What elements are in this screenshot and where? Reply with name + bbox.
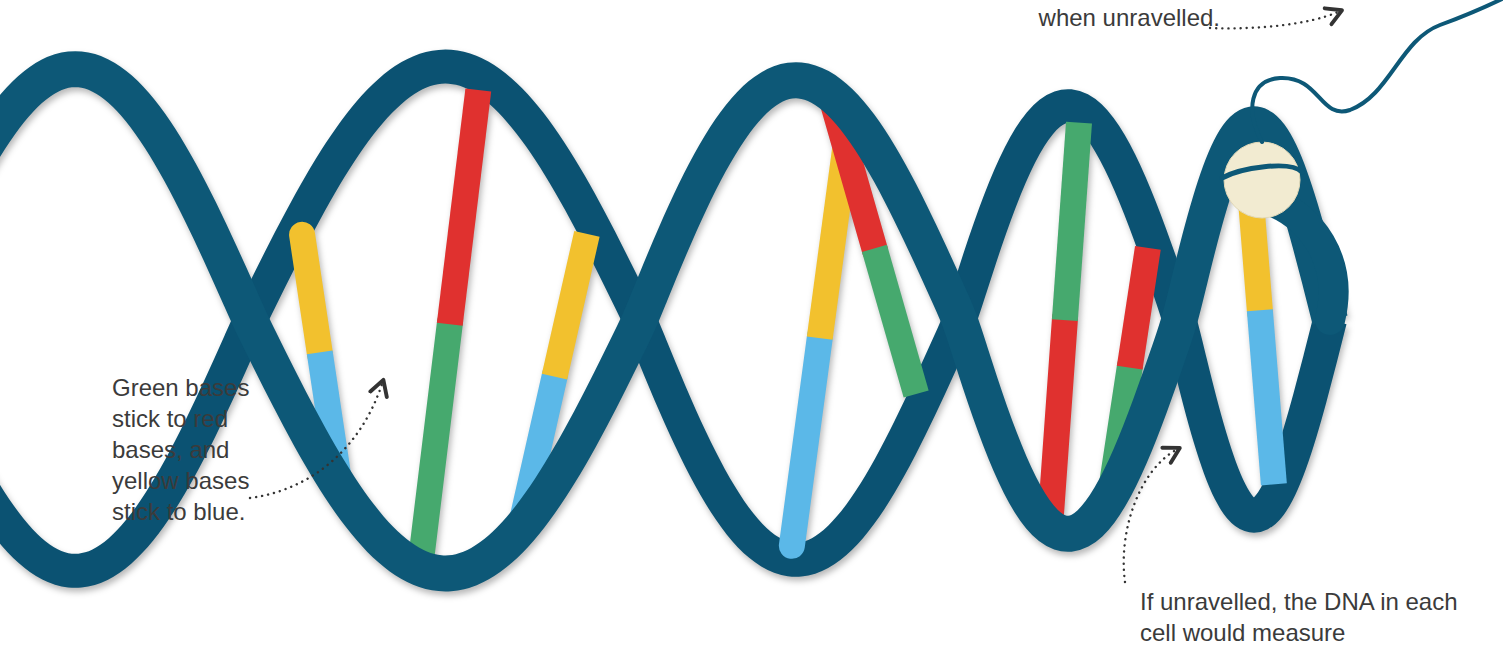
base xyxy=(555,234,587,377)
base xyxy=(1130,248,1148,368)
double-helix xyxy=(0,67,1330,574)
base xyxy=(450,90,479,324)
base xyxy=(874,248,916,394)
base xyxy=(1260,310,1274,484)
leader-line xyxy=(1124,450,1176,582)
histone-bead xyxy=(1224,142,1300,218)
unravelled-strand xyxy=(1222,0,1503,320)
base xyxy=(1051,318,1065,514)
callout-text: Green bases stick to red bases, and yell… xyxy=(112,372,282,527)
base xyxy=(302,235,320,355)
front-strand xyxy=(0,69,1330,573)
thin-strand xyxy=(1252,0,1503,142)
leader-line xyxy=(250,384,382,498)
callout-text: If unravelled, the DNA in each cell woul… xyxy=(1140,586,1470,648)
base xyxy=(1065,123,1079,321)
wrapped-strand xyxy=(1222,166,1302,178)
leader-line xyxy=(1210,12,1338,28)
base xyxy=(792,336,820,546)
callout-text: when unravelled. xyxy=(1020,2,1220,33)
strand-end xyxy=(1268,200,1334,320)
base xyxy=(422,322,450,554)
